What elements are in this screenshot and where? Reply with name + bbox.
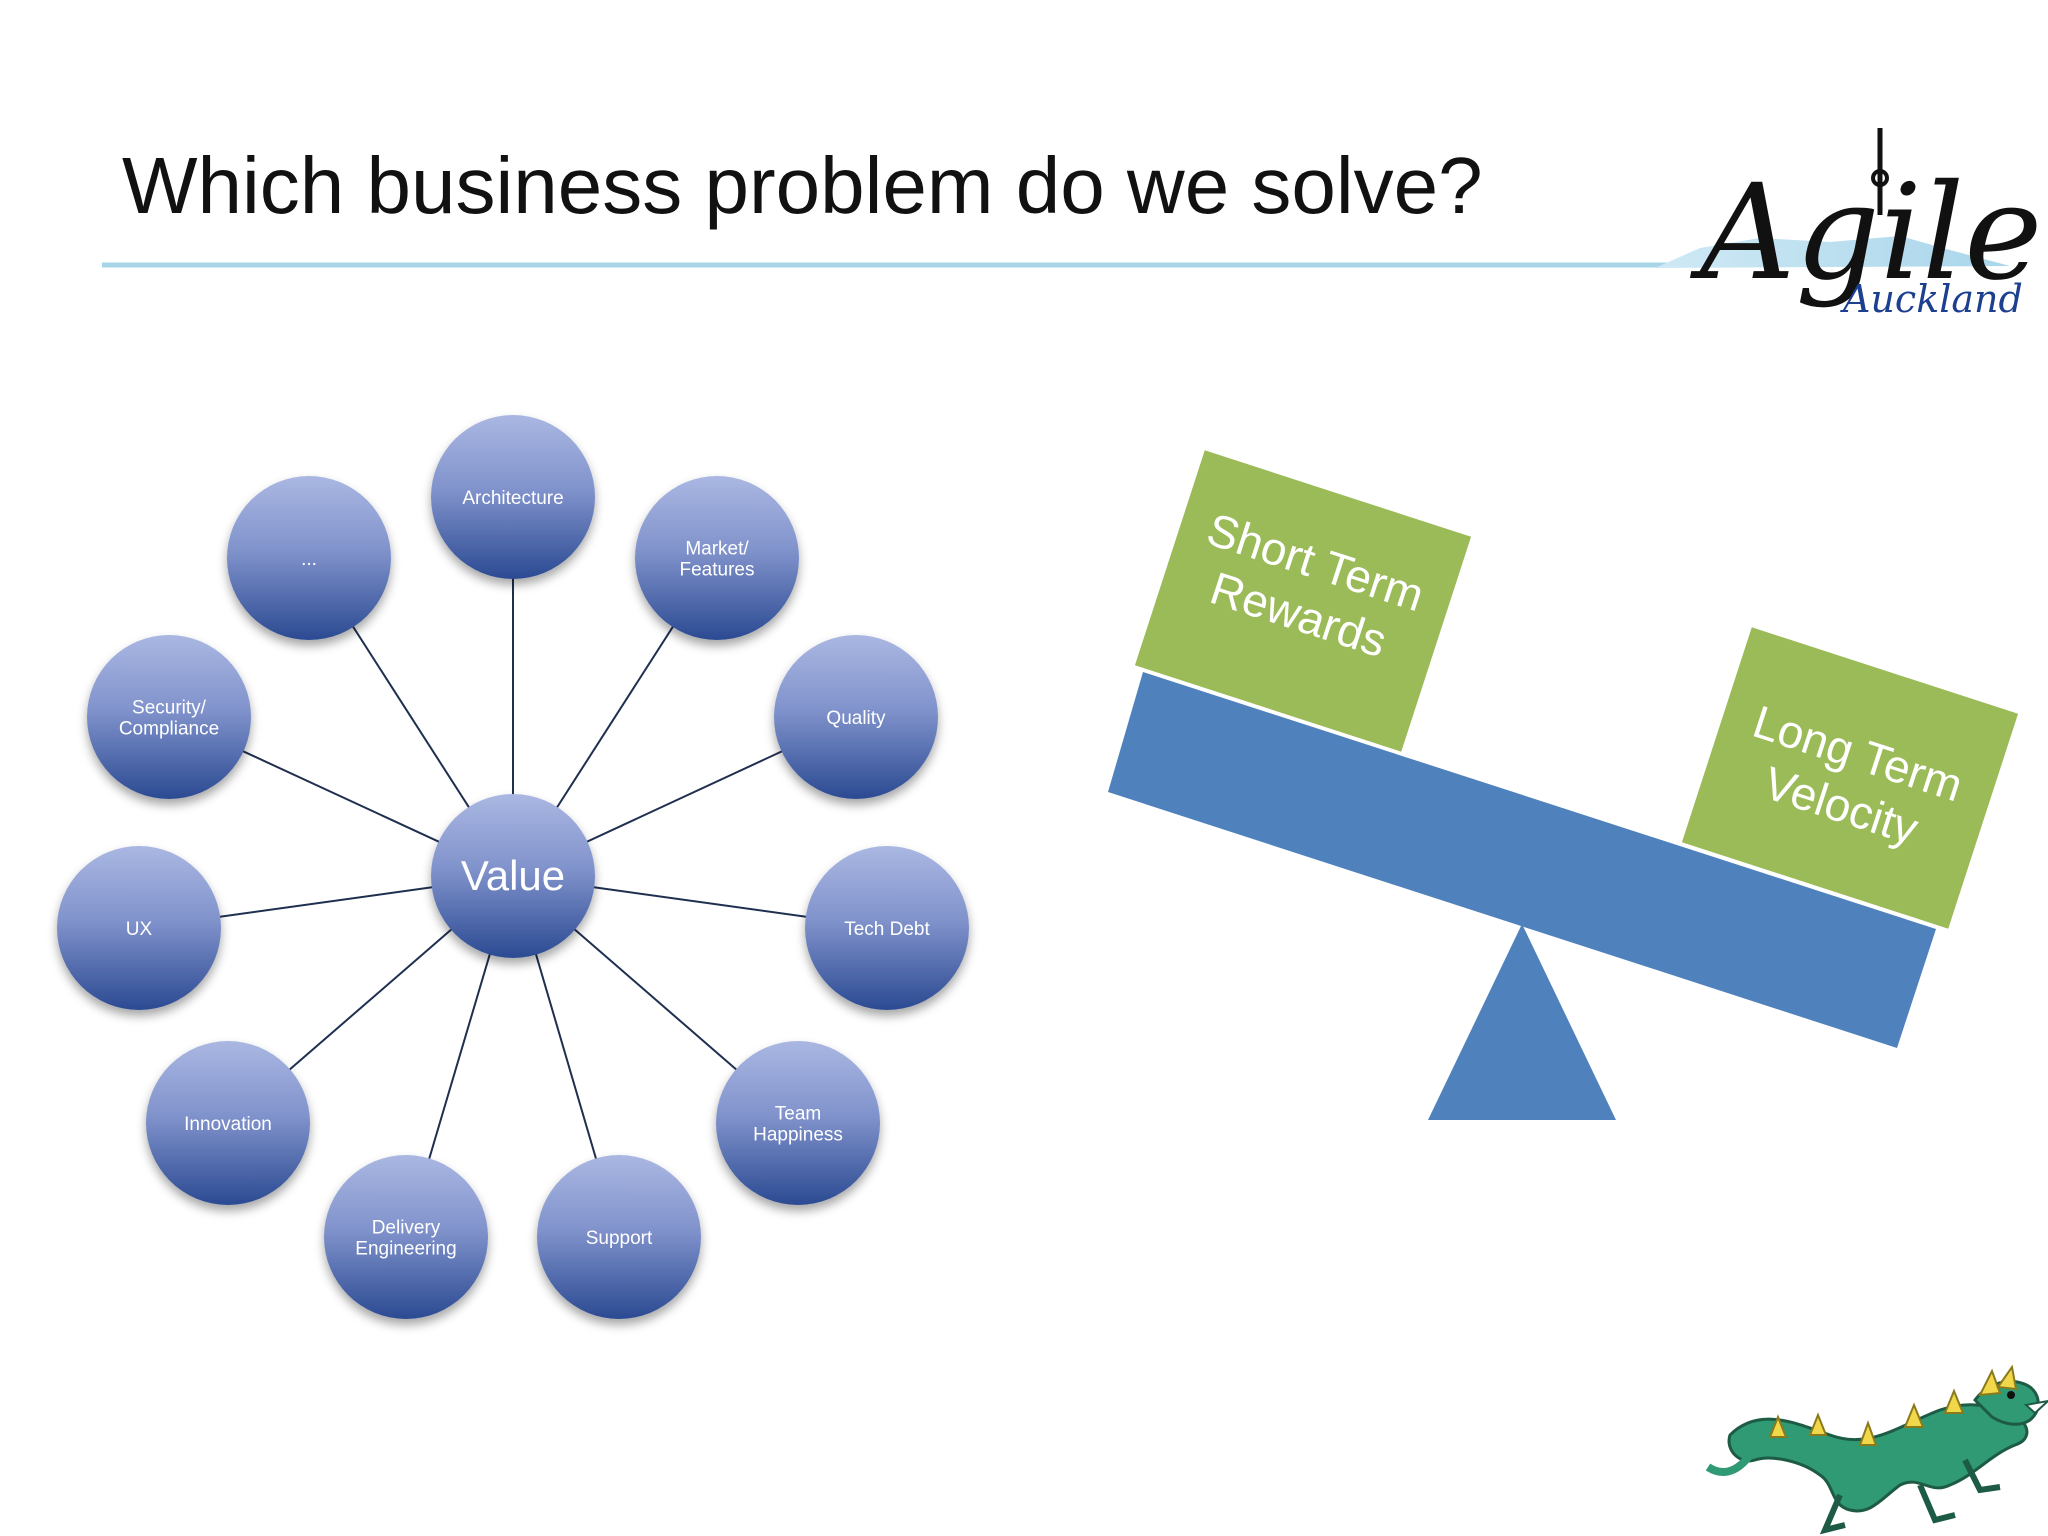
wheel-node-label: Market/Features bbox=[680, 539, 755, 581]
slide-title: Which business problem do we solve? bbox=[122, 141, 1483, 230]
wheel-node: Support bbox=[537, 1155, 701, 1319]
wheel-node: ... bbox=[227, 476, 391, 640]
wheel-node-circle bbox=[805, 846, 969, 1010]
wheel-node-circle bbox=[87, 635, 251, 799]
wheel-node: Innovation bbox=[146, 1041, 310, 1205]
seesaw-beam bbox=[1108, 672, 1936, 1048]
wheel-node-circle bbox=[537, 1155, 701, 1319]
seesaw-fulcrum bbox=[1428, 924, 1616, 1120]
wheel-node: Market/Features bbox=[635, 476, 799, 640]
dragon-mascot bbox=[1705, 1364, 2048, 1535]
long-term-box: Long TermVelocity bbox=[1681, 627, 2019, 929]
center-node-label: Value bbox=[461, 852, 565, 899]
wheel-center: Value bbox=[431, 794, 595, 958]
wheel-node: Security/Compliance bbox=[87, 635, 251, 799]
wheel-node-circle bbox=[431, 415, 595, 579]
wheel-node-label: UX bbox=[126, 919, 153, 940]
wheel-node: Quality bbox=[774, 635, 938, 799]
wheel-node-circle bbox=[227, 476, 391, 640]
wheel-node-label: Quality bbox=[826, 708, 886, 729]
wheel-node: Tech Debt bbox=[805, 846, 969, 1010]
wheel-node-label: Security/Compliance bbox=[119, 698, 219, 740]
logo-main-text: Agile bbox=[1689, 156, 2042, 310]
short-term-box: Short TermRewards bbox=[1134, 450, 1472, 752]
wheel-node-label: Tech Debt bbox=[844, 919, 930, 940]
wheel-node-circle bbox=[635, 476, 799, 640]
center-node bbox=[431, 794, 595, 958]
wheel-node-circle bbox=[324, 1155, 488, 1319]
wheel-node: UX bbox=[57, 846, 221, 1010]
wheel-node-label: Support bbox=[586, 1228, 653, 1249]
wheel-node-circle bbox=[146, 1041, 310, 1205]
agile-auckland-logo: Agile Auckland bbox=[1655, 128, 2042, 321]
wheel-node-label: Innovation bbox=[184, 1114, 272, 1135]
wheel-node: Architecture bbox=[431, 415, 595, 579]
seesaw: Short TermRewards Long TermVelocity bbox=[1108, 450, 2019, 1120]
wheel-node-label: ... bbox=[301, 549, 317, 570]
logo-sub-text: Auckland bbox=[1840, 277, 2023, 321]
wheel-node-circle bbox=[774, 635, 938, 799]
wheel-node-circle bbox=[57, 846, 221, 1010]
wheel-node-circle bbox=[716, 1041, 880, 1205]
wheel-node-label: Architecture bbox=[462, 488, 563, 509]
